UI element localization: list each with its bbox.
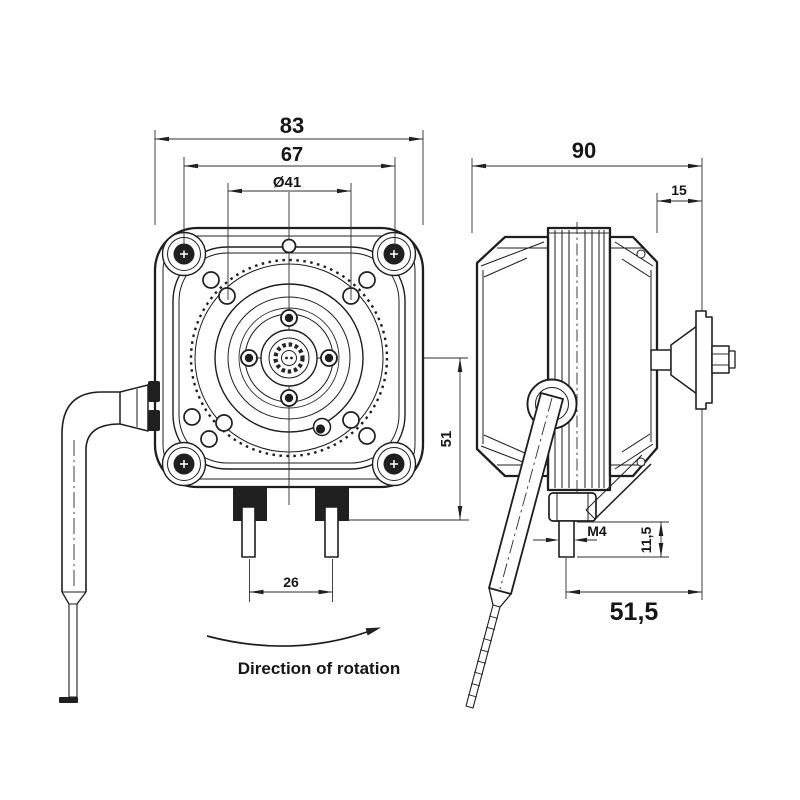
- dim-bolt-circle-label: Ø41: [273, 174, 301, 191]
- lamination-stack: [546, 222, 612, 494]
- front-view: 83 67 Ø41 26: [59, 113, 468, 703]
- dim-flange-offset: 15: [656, 182, 702, 233]
- rivet-holes: [183, 238, 376, 448]
- rotation-direction-arrow: [206, 631, 368, 647]
- dim-overall-width-label: 83: [280, 113, 304, 138]
- wire-hatching: [468, 615, 498, 698]
- dim-hole-spacing: 67: [183, 144, 396, 251]
- bolt-circle-holes: [240, 309, 338, 407]
- rotation-label: Direction of rotation: [238, 659, 400, 678]
- dim-bolt-circle: Ø41: [227, 174, 352, 300]
- shaft-hub: [260, 329, 318, 387]
- dim-pin-spacing: 26: [249, 559, 333, 602]
- power-cable-front: [59, 381, 160, 703]
- dim-stud-thread: M4: [533, 523, 607, 543]
- dim-stud-thread-label: M4: [587, 523, 607, 539]
- rotation-arrowhead-icon: [365, 627, 381, 636]
- sensor-wire-front: [68, 603, 78, 698]
- dim-hole-spacing-label: 67: [281, 144, 303, 166]
- shaft-assembly: [650, 310, 736, 410]
- dim-stud-length: 11,5: [577, 521, 669, 558]
- dim-overall-depth-label: 90: [572, 138, 596, 163]
- dim-overall-width: 83: [154, 113, 424, 225]
- shaft-nut: [711, 345, 730, 374]
- mounting-pins: [233, 487, 349, 558]
- dim-center-to-mount: 51: [348, 358, 469, 521]
- corner-mount-holes: [161, 231, 417, 487]
- dim-mount-to-flange: 51,5: [565, 558, 702, 626]
- dim-mount-to-flange-label: 51,5: [610, 598, 659, 626]
- dim-stud-length-label: 11,5: [638, 527, 654, 554]
- dim-flange-offset-label: 15: [671, 182, 687, 198]
- dim-pin-spacing-label: 26: [283, 574, 299, 590]
- dim-center-to-mount-label: 51: [438, 431, 455, 448]
- cable-gland: [119, 384, 149, 432]
- rear-endbell: [608, 235, 659, 478]
- sensor-wire-side: [465, 604, 501, 709]
- side-view: 90 15 51 M4: [348, 138, 736, 709]
- rotation-annotation: Direction of rotation: [206, 627, 400, 678]
- power-cable-side: [465, 392, 564, 709]
- mounting-foot: [548, 454, 652, 522]
- dim-overall-depth: 90: [471, 138, 702, 233]
- shaft-flange: [695, 310, 713, 410]
- m4-stud: [558, 520, 575, 558]
